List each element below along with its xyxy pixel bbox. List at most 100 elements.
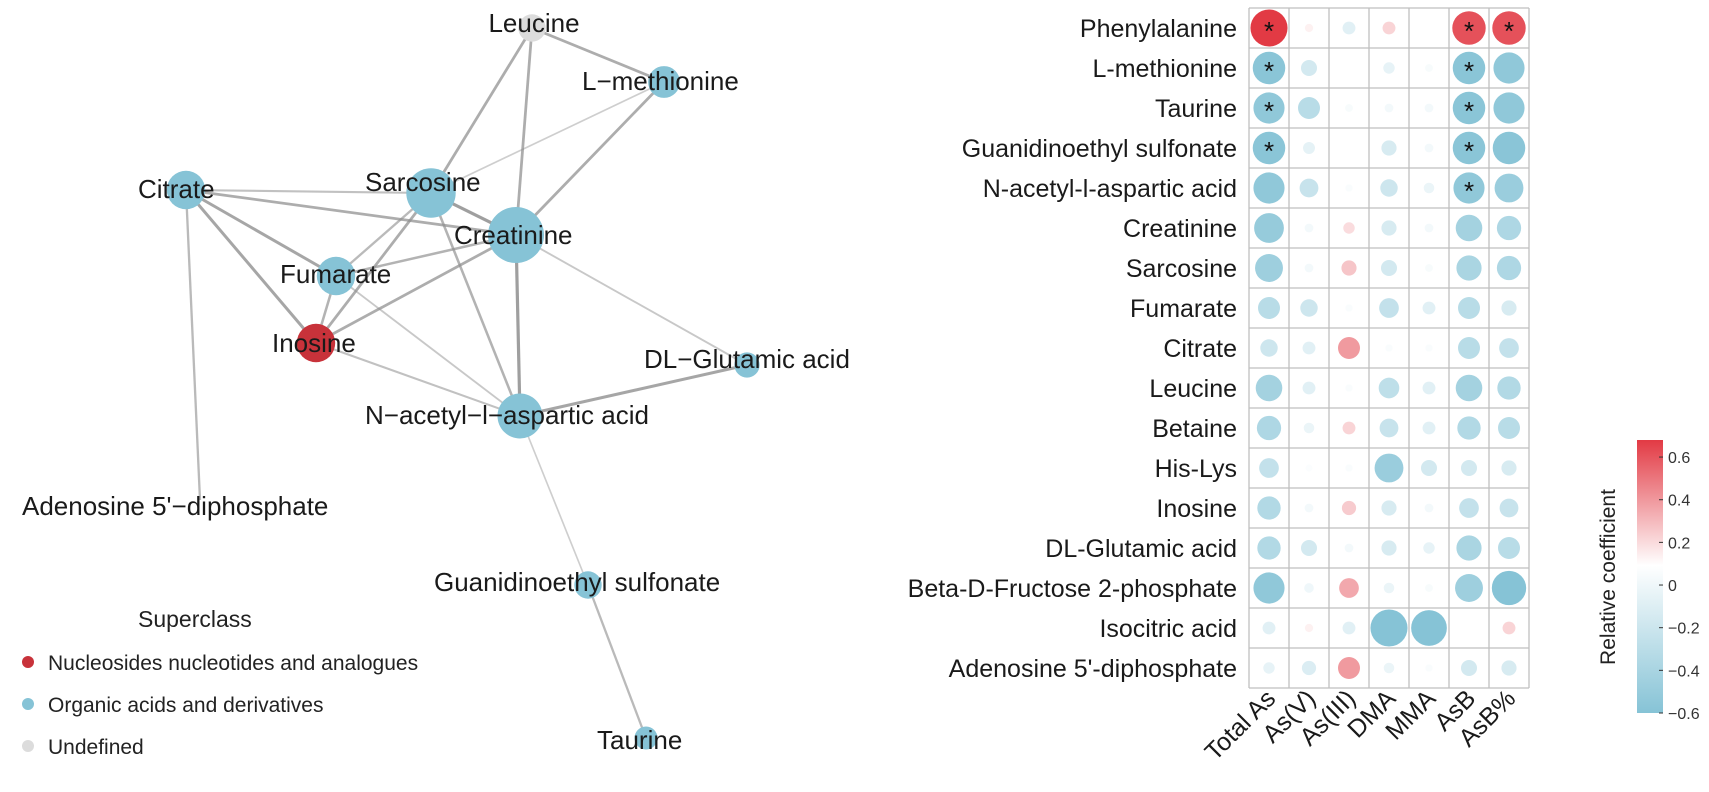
row-label-beta-d-fructose-2-phosphate: Beta-D-Fructose 2-phosphate xyxy=(908,575,1237,603)
heatmap-cell-fumarate-asb xyxy=(1458,297,1480,319)
heatmap-cell-betaine-asb xyxy=(1457,416,1481,440)
heatmap-cell-dl-glutamic-acid-total-as xyxy=(1257,536,1281,560)
legend-swatch-organic xyxy=(22,698,34,710)
network-node-fumarate xyxy=(316,256,356,296)
heatmap-cell-dl-glutamic-acid-as-v xyxy=(1300,539,1318,557)
network-edge-creatinine-fumarate xyxy=(335,233,517,278)
network-node-dl-glutamic-acid xyxy=(734,352,760,378)
heatmap-cell-n-acetyl-l-aspartic-acid-as-v xyxy=(1299,178,1319,198)
heatmap-grid xyxy=(1248,7,1530,689)
colorbar-tick-label: 0 xyxy=(1668,578,1677,595)
network-node-label-taurine: Taurine xyxy=(597,725,682,755)
heatmap-cell-sarcosine-total-as xyxy=(1255,254,1283,282)
heatmap-cell-leucine-mma xyxy=(1422,381,1436,395)
heatmap-cell-beta-d-fructose-2-phosphate-as-v xyxy=(1304,583,1314,593)
heatmap-cell-isocitric-acid-mma xyxy=(1411,610,1447,646)
heatmap-cell-dl-glutamic-acid-asb xyxy=(1456,535,1482,561)
heatmap-cell-sarcosine-as-v xyxy=(1304,263,1314,273)
network-edge-citrate-creatinine xyxy=(185,188,517,237)
heatmap-cell-isocitric-acid-total-as xyxy=(1262,621,1276,635)
network-edge-guanidinoethyl-sulfonate-taurine xyxy=(586,584,648,739)
network-node-label-sarcosine: Sarcosine xyxy=(365,167,481,197)
row-label-phenylalanine: Phenylalanine xyxy=(1080,15,1237,43)
heatmap-cell-taurine-as-iii xyxy=(1345,104,1353,112)
heatmap-cell-n-acetyl-l-aspartic-acid-as-iii xyxy=(1345,184,1353,192)
row-label-leucine: Leucine xyxy=(1149,375,1237,403)
heatmap-cell-betaine-as-v xyxy=(1303,422,1315,434)
heatmap-cell-beta-d-fructose-2-phosphate-asb xyxy=(1455,574,1483,602)
heatmap-cell-guanidinoethyl-sulfonate-dma xyxy=(1381,140,1397,156)
heatmap-cell-dl-glutamic-acid-dma xyxy=(1381,540,1397,556)
legend-title: Superclass xyxy=(138,606,252,632)
heatmap-cell-sarcosine-asb xyxy=(1496,255,1522,281)
row-label-fumarate: Fumarate xyxy=(1130,295,1237,323)
network-edge-leucine-l-methionine xyxy=(531,26,665,84)
heatmap-cell-beta-d-fructose-2-phosphate-asb xyxy=(1491,570,1527,606)
network-edge-inosine-n-acetyl-l-aspartic-acid xyxy=(315,342,521,417)
network-edge-fumarate-n-acetyl-l-aspartic-acid xyxy=(335,275,521,417)
network-node-l-methionine xyxy=(648,66,680,98)
heatmap-cell-betaine-dma xyxy=(1379,418,1399,438)
heatmap-cell-fumarate-as-iii xyxy=(1345,304,1353,312)
heatmap-cell-phenylalanine-as-v xyxy=(1304,23,1314,33)
colorbar-tick-label: 0.6 xyxy=(1668,450,1690,467)
heatmap-cell-taurine-total-as xyxy=(1253,92,1285,124)
heatmap-cell-his-lys-as-v xyxy=(1305,464,1313,472)
heatmap-cell-l-methionine-dma xyxy=(1383,62,1395,74)
heatmap-cell-inosine-asb xyxy=(1459,498,1479,518)
heatmap-cell-citrate-asb xyxy=(1499,338,1519,358)
network-edge-n-acetyl-l-aspartic-acid-dl-glutamic-acid xyxy=(519,363,748,418)
heatmap-cell-inosine-dma xyxy=(1381,500,1397,516)
heatmap-cell-guanidinoethyl-sulfonate-asb xyxy=(1452,131,1486,165)
row-label-creatinine: Creatinine xyxy=(1123,215,1237,243)
row-label-l-methionine: L-methionine xyxy=(1092,55,1237,83)
heatmap-cell-adenosine-5-diphosphate-dma xyxy=(1383,662,1395,674)
heatmap-cell-inosine-asb xyxy=(1499,498,1519,518)
legend-label-undefined: Undefined xyxy=(48,736,144,759)
network-edge-citrate-inosine xyxy=(184,189,318,344)
colorbar-gradient xyxy=(1637,440,1663,713)
network-node-label-inosine: Inosine xyxy=(272,328,356,358)
heatmap-cell-adenosine-5-diphosphate-as-iii xyxy=(1338,657,1360,679)
colorbar-tick-label: −0.2 xyxy=(1668,621,1700,638)
colorbar: Relative coefficient 0.60.40.20−0.2−0.4−… xyxy=(1597,440,1700,723)
heatmap-cell-fumarate-mma xyxy=(1422,301,1436,315)
network-edge-sarcosine-n-acetyl-l-aspartic-acid xyxy=(429,192,522,417)
heatmap-cell-leucine-asb xyxy=(1455,374,1483,402)
row-label-citrate: Citrate xyxy=(1163,335,1237,363)
heatmap-cell-isocitric-acid-asb xyxy=(1502,621,1516,635)
heatmap-cell-adenosine-5-diphosphate-mma xyxy=(1425,664,1433,672)
row-label-taurine: Taurine xyxy=(1155,95,1237,123)
network-nodes xyxy=(166,14,760,750)
heatmap-cell-sarcosine-dma xyxy=(1380,259,1398,277)
network-node-label-creatinine: Creatinine xyxy=(454,220,573,250)
heatmap-cell-inosine-total-as xyxy=(1257,496,1281,520)
network-edge-citrate-fumarate xyxy=(185,188,337,278)
network-node-taurine xyxy=(634,726,658,750)
network-edge-l-methionine-creatinine xyxy=(515,81,665,236)
heatmap-cell-dl-glutamic-acid-asb xyxy=(1498,537,1520,559)
heatmap-cell-his-lys-mma xyxy=(1420,459,1438,477)
heatmap-cell-l-methionine-mma xyxy=(1425,64,1433,72)
heatmap-cell-phenylalanine-total-as xyxy=(1250,9,1288,47)
colorbar-tick-label: 0.4 xyxy=(1668,493,1690,510)
heatmap-cell-l-methionine-asb xyxy=(1452,51,1486,85)
heatmap-cell-phenylalanine-asb xyxy=(1492,11,1526,45)
heatmap-cell-fumarate-as-v xyxy=(1300,299,1318,317)
heatmap-cell-adenosine-5-diphosphate-total-as xyxy=(1263,662,1275,674)
network-edge-l-methionine-sarcosine xyxy=(430,81,665,194)
heatmap-cell-citrate-total-as xyxy=(1260,339,1278,357)
heatmap-cell-creatinine-asb xyxy=(1496,215,1522,241)
network-node-label-leucine: Leucine xyxy=(488,8,579,38)
heatmap-cell-citrate-mma xyxy=(1425,344,1433,352)
heatmap-cell-his-lys-asb xyxy=(1460,459,1478,477)
network-node-creatinine xyxy=(488,207,544,263)
heatmap-cell-fumarate-total-as xyxy=(1258,297,1280,319)
row-label-adenosine-5-diphosphate: Adenosine 5'-diphosphate xyxy=(949,655,1237,683)
row-label-sarcosine: Sarcosine xyxy=(1126,255,1237,283)
network-edge-citrate-adenosine-5-diphosphate xyxy=(184,189,202,501)
significance-marker: * xyxy=(1464,176,1474,206)
